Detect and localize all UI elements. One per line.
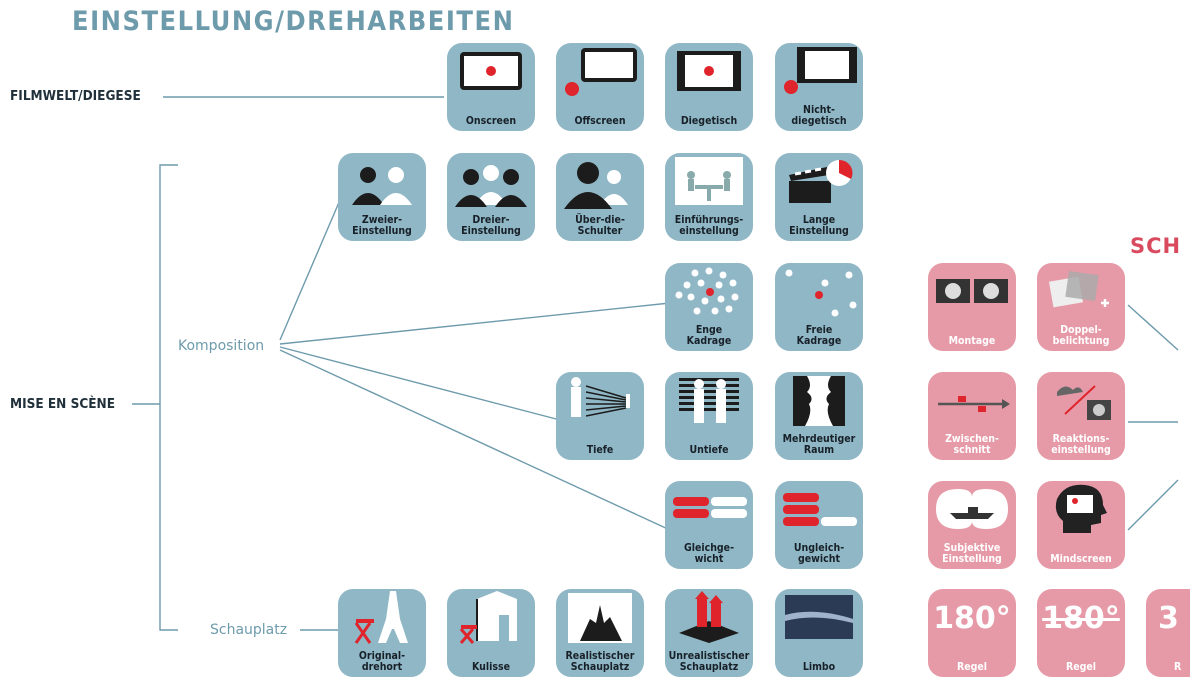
tile-ueber-die-schulter[interactable]: Über-die-Schulter [556, 153, 644, 241]
tile-label: Zweier-Einstellung [352, 214, 412, 237]
flat-figures-icon [679, 378, 739, 423]
tile-dreier-einstellung[interactable]: Dreier-Einstellung [447, 153, 535, 241]
tile-mindscreen[interactable]: Mindscreen [1037, 481, 1125, 569]
page-title: EINSTELLUNG/DREHARBEITEN [72, 6, 515, 37]
label-mise-en-scene: MISE EN SCÈNE [10, 396, 115, 412]
tile-nicht-diegetisch[interactable]: Nicht-diegetisch [775, 43, 863, 131]
tile-zwischenschnitt[interactable]: Zwischen-schnitt [928, 372, 1016, 460]
tile-regel-180[interactable]: 180° Regel [928, 589, 1016, 677]
two-people-icon [352, 167, 412, 205]
table-scene-icon [675, 157, 743, 205]
tile-label: Regel [1065, 661, 1097, 673]
tile-label: Onscreen [465, 115, 517, 127]
filmframe-dot-icon [677, 51, 741, 91]
tile-label: Zwischen-schnitt [945, 433, 999, 456]
tile-einfuehrungseinstellung[interactable]: Einführungs-einstellung [665, 153, 753, 241]
tile-onscreen[interactable]: Onscreen [447, 43, 535, 131]
limbo-void-icon [785, 595, 853, 639]
head-screen-icon [1055, 484, 1107, 533]
180-strike-icon: 180° [1042, 601, 1120, 636]
tile-label: Regel [956, 661, 988, 673]
over-shoulder-icon [564, 162, 628, 209]
tile-untiefe[interactable]: Untiefe [665, 372, 753, 460]
vase-faces-icon [793, 376, 845, 426]
partial-icon: 3 [1158, 601, 1179, 636]
fantasy-castle-icon [679, 591, 739, 643]
tile-reaktionseinstellung[interactable]: Reaktions-einstellung [1037, 372, 1125, 460]
reaction-shot-icon [1057, 385, 1111, 420]
double-exposure-icon [1048, 271, 1109, 308]
tile-limbo[interactable]: Limbo [775, 589, 863, 677]
tile-label: Kulisse [472, 661, 510, 673]
filmframe-offdot-icon [784, 47, 857, 94]
label-schauplatz: Schauplatz [210, 622, 288, 638]
tile-label: Reaktions-einstellung [1051, 433, 1111, 456]
balanced-bars-icon [673, 497, 747, 518]
screen-offdot-icon [565, 48, 637, 96]
tile-label: Untiefe [689, 444, 729, 456]
tile-label: Offscreen [574, 115, 626, 127]
section-title-right: SCH [1130, 234, 1182, 258]
tile-kulisse[interactable]: Kulisse [447, 589, 535, 677]
three-people-icon [455, 165, 527, 207]
faces-montage-icon [936, 279, 1008, 303]
tile-offscreen[interactable]: Offscreen [556, 43, 644, 131]
tile-label: Doppel-belichtung [1052, 324, 1110, 347]
tile-label: Mindscreen [1050, 553, 1112, 565]
binocular-ship-icon [936, 489, 1008, 529]
180-icon: 180° [933, 601, 1011, 636]
eiffel-chair-icon [354, 591, 408, 644]
tile-label: Nicht-diegetisch [791, 104, 847, 127]
tile-label: Dreier-Einstellung [461, 214, 521, 237]
timeline-cut-icon [938, 396, 1010, 412]
tile-diegetisch[interactable]: Diegetisch [665, 43, 753, 131]
tile-label: Tiefe [586, 444, 614, 456]
set-wall-icon [459, 591, 517, 644]
castle-icon [568, 593, 632, 643]
tile-zweier-einstellung[interactable]: Zweier-Einstellung [338, 153, 426, 241]
label-komposition: Komposition [178, 338, 265, 354]
tile-originaldrehort[interactable]: Original-drehort [338, 589, 426, 677]
tile-label: Limbo [802, 661, 836, 673]
tile-doppelbelichtung[interactable]: Doppel-belichtung [1037, 263, 1125, 351]
loose-dots-icon [785, 269, 857, 317]
tile-ungleichgewicht[interactable]: Ungleich-gewicht [775, 481, 863, 569]
tight-dots-icon [675, 267, 739, 315]
depth-corridor-icon [571, 377, 630, 417]
screen-dot-icon [460, 52, 522, 90]
label-filmwelt: FILMWELT/DIEGESE [10, 88, 141, 104]
clapper-clock-icon [789, 159, 853, 203]
tile-label: Ungleich-gewicht [793, 542, 845, 565]
tile-label: R [1174, 661, 1182, 673]
tile-tiefe[interactable]: Tiefe [556, 372, 644, 460]
tile-label: Gleichge-wicht [683, 542, 735, 565]
tile-label: Diegetisch [680, 115, 738, 127]
tile-gleichgewicht[interactable]: Gleichge-wicht [665, 481, 753, 569]
tile-regel-partial[interactable]: 3 R [1146, 589, 1190, 677]
tile-montage[interactable]: Montage [928, 263, 1016, 351]
unbalanced-bars-icon [783, 493, 857, 526]
tile-label: Montage [948, 335, 996, 347]
tile-regel-180-strike[interactable]: 180° Regel [1037, 589, 1125, 677]
tile-label: Original-drehort [358, 650, 406, 673]
tile-label: Über-die-Schulter [575, 214, 625, 237]
tile-label: Einführungs-einstellung [674, 214, 744, 237]
